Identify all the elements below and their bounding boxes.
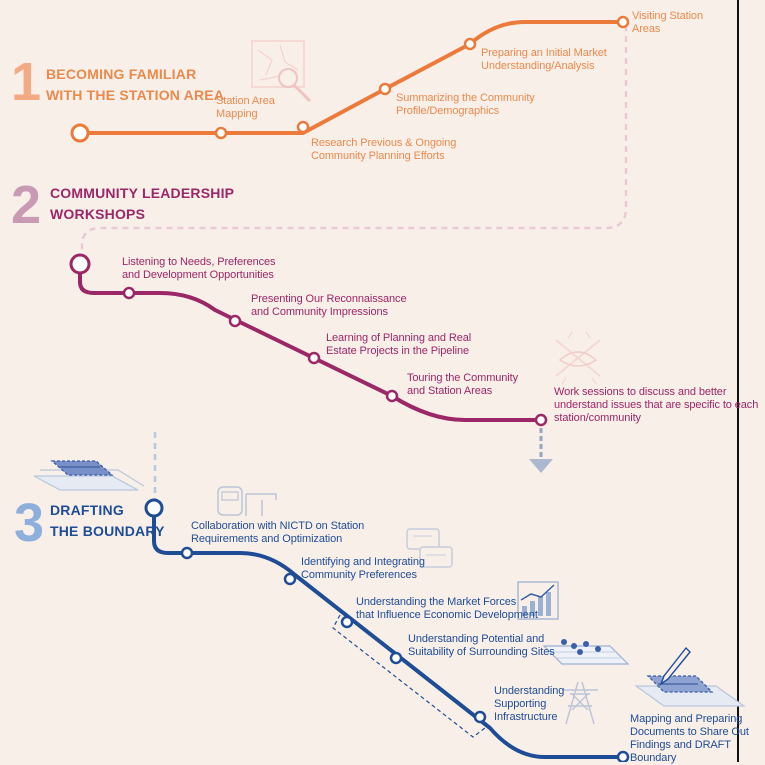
chat-bubbles-icon: [406, 528, 453, 568]
phase1-stop: [296, 120, 310, 134]
phase1-step-label: Summarizing the Community Profile/Demogr…: [396, 92, 535, 117]
phase1-title: BECOMING FAMILIAR WITH THE STATION AREA: [46, 66, 225, 103]
phase2-step-label: Listening to Needs, Preferences and Deve…: [122, 256, 276, 281]
phase1-stop: [214, 126, 228, 140]
phase1-start-stop: [70, 123, 90, 143]
phase2-stop: [122, 286, 136, 300]
phase3-step-label: Understanding Potential and Suitability …: [408, 633, 555, 658]
phase3-start-stop: [144, 498, 164, 518]
phase2-stop: [385, 389, 399, 403]
phase2-stop: [534, 413, 548, 427]
phase3-step-label: Understanding the Market Forces that Inf…: [356, 596, 538, 621]
bar-chart-icon: [517, 581, 559, 620]
phase1-number: 1: [11, 52, 42, 112]
phase2-start-stop: [69, 253, 91, 275]
phase1-step-label: Visiting Station Areas: [632, 10, 703, 35]
handshake-icon: [555, 331, 601, 385]
phase2-step-label: Presenting Our Reconnaissance and Commun…: [251, 293, 407, 318]
phase3-step-label: Collaboration with NICTD on Station Requ…: [191, 520, 365, 545]
phase3-stop: [473, 710, 487, 724]
phase3-number: 3: [14, 493, 45, 553]
phase1-stop: [616, 15, 630, 29]
phase1-step-label: Station Area Mapping: [216, 95, 275, 120]
phase2-step-label: Learning of Planning and Real Estate Pro…: [326, 332, 472, 357]
phase1-step-label: Research Previous & Ongoing Community Pl…: [311, 137, 457, 162]
phase2-stop: [307, 351, 321, 365]
phase2-step-label: Touring the Community and Station Areas: [407, 372, 519, 397]
phase2-title: COMMUNITY LEADERSHIP WORKSHOPS: [50, 185, 235, 222]
site-map-icon: [542, 639, 630, 665]
connector-1-2: [80, 25, 628, 262]
phase2-step-label: Work sessions to discuss and better unde…: [554, 386, 759, 424]
phase3-stop: [340, 615, 354, 629]
transmission-tower-icon: [562, 681, 598, 725]
station-plan-icon: [33, 460, 145, 491]
phase3-stop: [180, 546, 194, 560]
phase3-step-label: Understanding Supporting Infrastructure: [494, 685, 565, 723]
phase3-stop: [283, 572, 297, 586]
phase3-step-label: Identifying and Integrating Community Pr…: [301, 556, 425, 581]
boundary-pen-icon: [634, 646, 746, 707]
phase3-step-label: Mapping and Preparing Documents to Share…: [630, 713, 749, 764]
phase2-line: [78, 264, 540, 422]
phase1-step-label: Preparing an Initial Market Understandin…: [481, 47, 607, 72]
market-bracket: [332, 614, 486, 738]
down-arrow-icon: [529, 428, 553, 473]
phase3-title: DRAFTING THE BOUNDARY: [50, 502, 165, 539]
phase2-number: 2: [11, 175, 42, 235]
phase3-stop: [389, 651, 403, 665]
phase1-stop: [378, 82, 392, 96]
map-search-icon: [251, 40, 312, 103]
phase1-stop: [463, 37, 477, 51]
phase1-line: [80, 20, 625, 135]
train-icon: [217, 486, 277, 516]
phase2-stop: [228, 314, 242, 328]
phase3-stop: [616, 750, 630, 762]
phase3-line: [152, 508, 623, 759]
